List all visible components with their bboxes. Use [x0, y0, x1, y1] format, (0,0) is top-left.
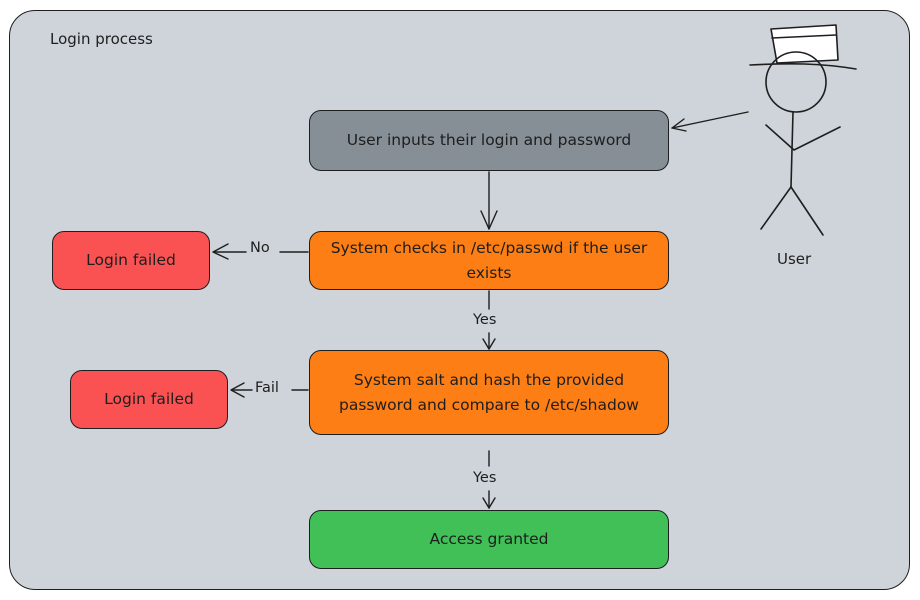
node-login-failed-password: Login failed [70, 370, 228, 429]
edge-label-yes-user-exists: Yes [471, 312, 499, 328]
node-access-granted: Access granted [309, 510, 669, 569]
edge-label-yes-password-ok: Yes [471, 470, 499, 486]
diagram-frame [9, 10, 910, 590]
arrow-check-to-failed-1 [212, 243, 309, 260]
edge-label-no: No [248, 240, 272, 256]
node-login-failed-user: Login failed [52, 231, 210, 290]
user-label: User [777, 250, 812, 268]
arrow-hash-to-granted [482, 450, 496, 509]
arrow-user-to-input [671, 111, 749, 132]
arrow-input-to-check [480, 171, 498, 230]
node-check-user-exists: System checks in /etc/passwd if the user… [309, 231, 669, 290]
node-check-password-hash: System salt and hash the provided passwo… [309, 350, 669, 435]
edge-label-fail: Fail [253, 380, 281, 396]
diagram-title: Login process [50, 30, 153, 48]
user-figure-icon [749, 24, 857, 236]
node-user-inputs-credentials: User inputs their login and password [309, 110, 669, 171]
arrow-hash-to-failed-2 [230, 382, 309, 398]
arrow-check-to-hash [482, 290, 496, 350]
